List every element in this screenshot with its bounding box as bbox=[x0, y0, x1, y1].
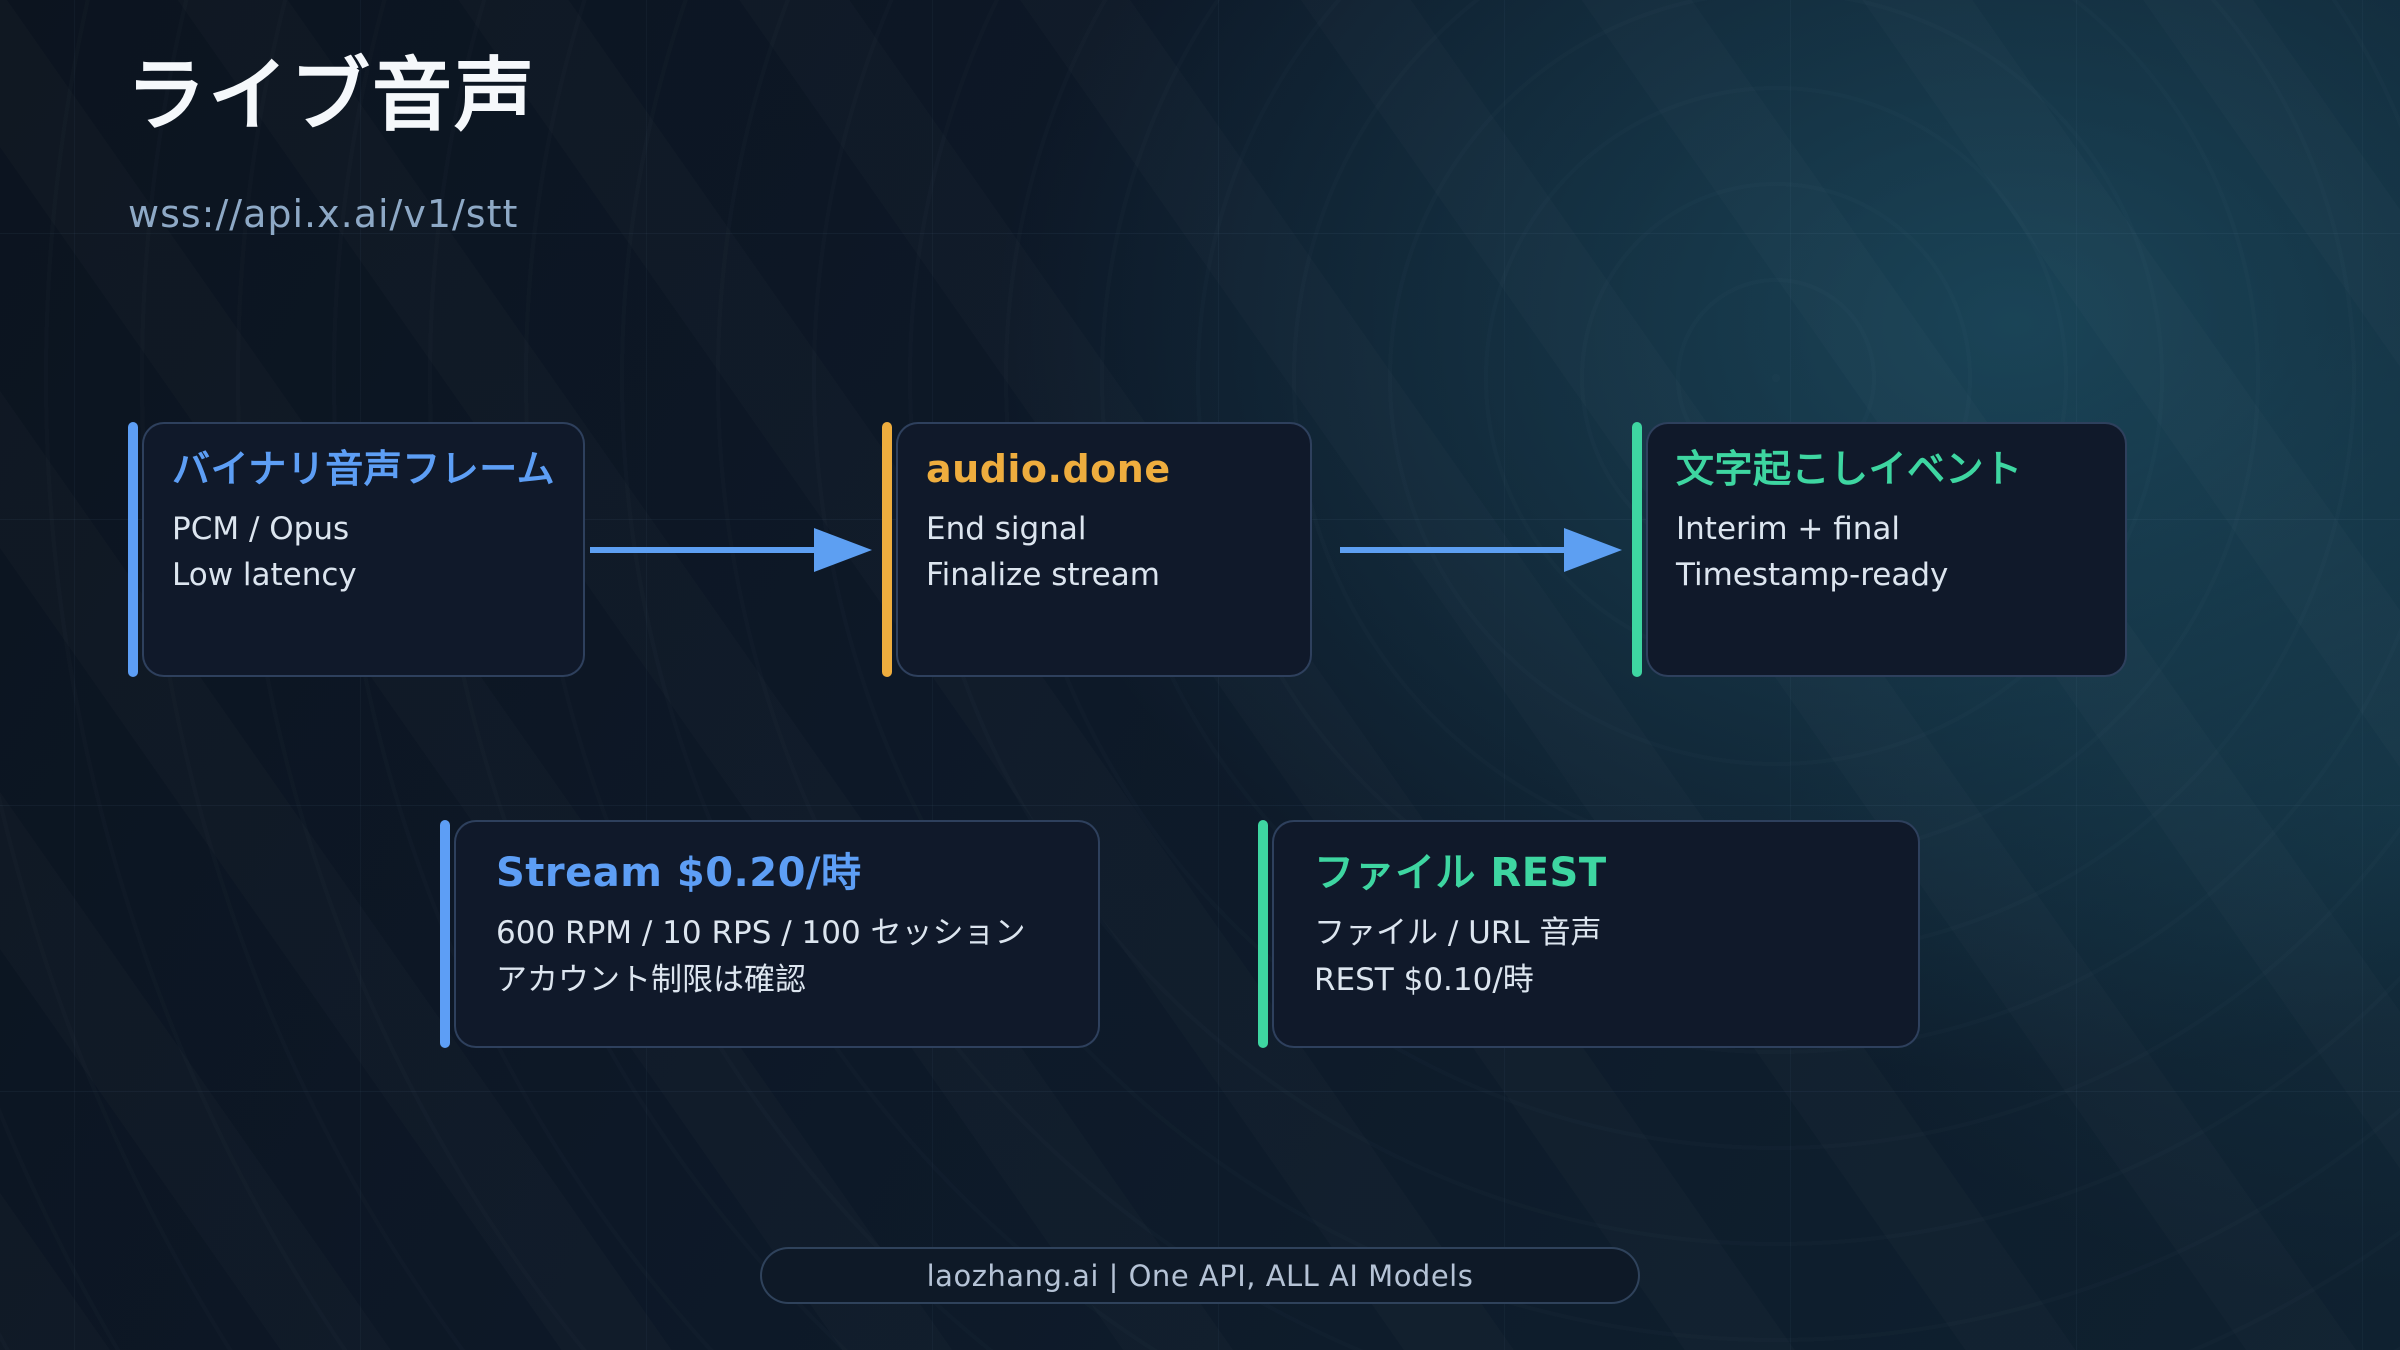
card-body: バイナリ音声フレーム PCM / Opus Low latency bbox=[142, 422, 586, 677]
card-line: REST $0.10/時 bbox=[1314, 961, 1534, 998]
footer-brand-pill: laozhang.ai | One API, ALL AI Models bbox=[760, 1247, 1640, 1304]
page-title: ライブ音声 bbox=[126, 49, 536, 142]
card-title: Stream $0.20/時 bbox=[496, 850, 862, 896]
card-title: audio.done bbox=[926, 447, 1171, 491]
card-accent-bar bbox=[1258, 820, 1268, 1048]
card-line: アカウント制限は確認 bbox=[496, 961, 806, 998]
card-accent-bar bbox=[128, 422, 138, 677]
endpoint-url: wss://api.x.ai/v1/stt bbox=[128, 192, 519, 236]
flow-card-transcription-events: 文字起こしイベント Interim + final Timestamp-read… bbox=[1632, 422, 2127, 677]
card-title: バイナリ音声フレーム bbox=[172, 447, 556, 491]
card-line: ファイル / URL 音声 bbox=[1314, 915, 1602, 951]
card-accent-bar bbox=[882, 422, 892, 677]
flow-arrow-right bbox=[590, 528, 872, 572]
card-line: End signal bbox=[926, 510, 1087, 547]
flow-arrow-right bbox=[1340, 528, 1622, 572]
card-accent-bar bbox=[1632, 422, 1642, 677]
card-line: Finalize stream bbox=[926, 557, 1160, 593]
detail-card-stream-pricing: Stream $0.20/時 600 RPM / 10 RPS / 100 セッ… bbox=[440, 820, 1100, 1048]
card-title: ファイル REST bbox=[1314, 850, 1607, 896]
card-line: Low latency bbox=[172, 557, 357, 593]
card-title: 文字起こしイベント bbox=[1676, 447, 2023, 491]
flow-card-audio-done: audio.done End signal Finalize stream bbox=[882, 422, 1312, 677]
card-line: 600 RPM / 10 RPS / 100 セッション bbox=[496, 915, 1026, 951]
card-line: PCM / Opus bbox=[172, 510, 350, 547]
card-line: Timestamp-ready bbox=[1676, 557, 1949, 593]
card-line: Interim + final bbox=[1676, 510, 1901, 547]
card-body: 文字起こしイベント Interim + final Timestamp-read… bbox=[1646, 422, 2127, 677]
footer-brand-text: laozhang.ai | One API, ALL AI Models bbox=[926, 1258, 1474, 1293]
card-accent-bar bbox=[440, 820, 450, 1048]
card-body: audio.done End signal Finalize stream bbox=[896, 422, 1312, 677]
card-body: ファイル REST ファイル / URL 音声 REST $0.10/時 bbox=[1272, 820, 1920, 1048]
detail-card-file-rest: ファイル REST ファイル / URL 音声 REST $0.10/時 bbox=[1258, 820, 1920, 1048]
card-body: Stream $0.20/時 600 RPM / 10 RPS / 100 セッ… bbox=[454, 820, 1100, 1048]
flow-card-binary-audio-frames: バイナリ音声フレーム PCM / Opus Low latency bbox=[128, 422, 586, 677]
